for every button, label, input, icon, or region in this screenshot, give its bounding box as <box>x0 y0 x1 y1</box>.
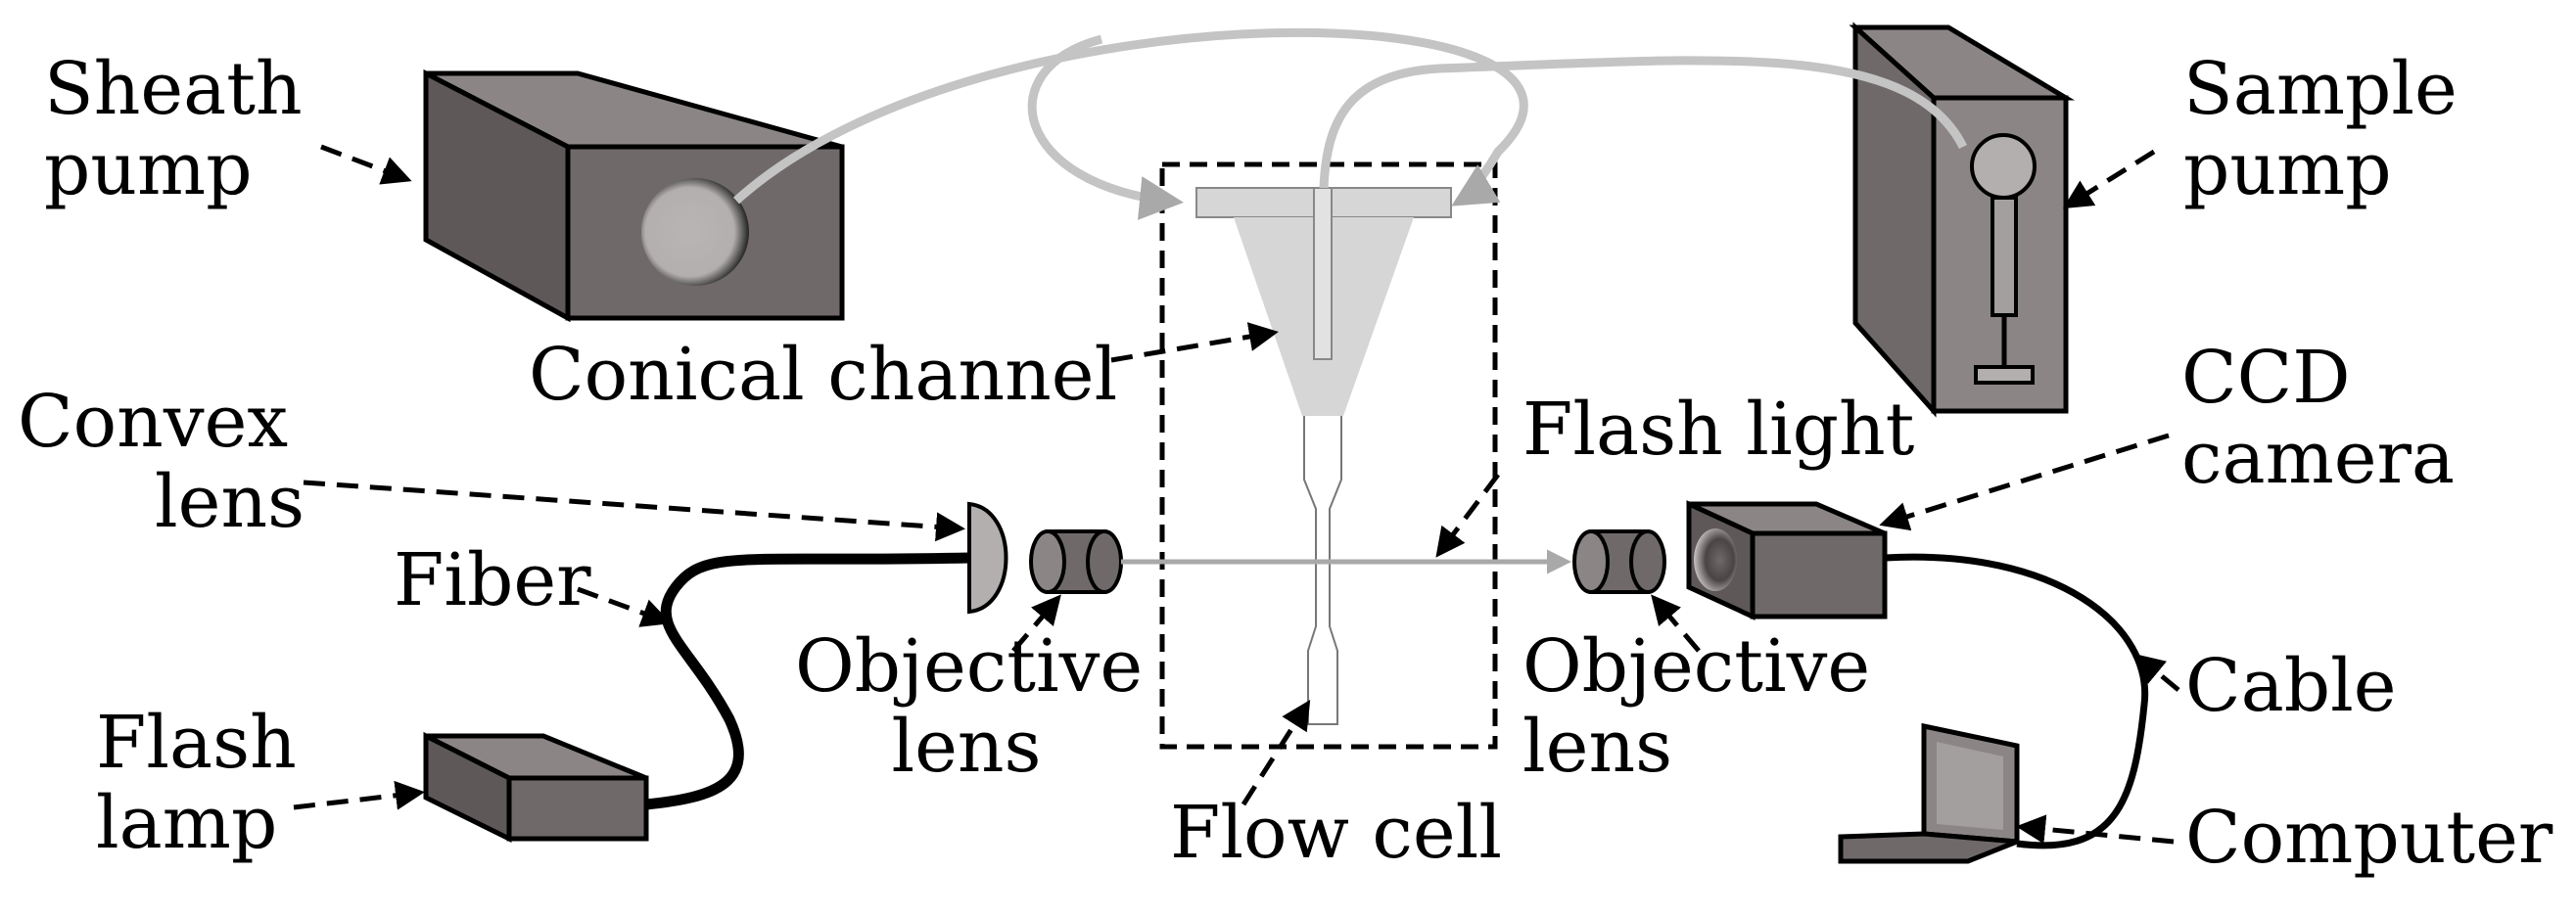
sample-tube <box>1319 56 1968 189</box>
pointer-cable <box>2134 654 2180 692</box>
label-objective-right-line2: lens <box>1522 705 1673 789</box>
label-ccd-camera-line1: CCD <box>2181 336 2351 420</box>
label-flow-cell: Flow cell <box>1170 791 1502 875</box>
label-ccd-camera-line2: camera <box>2181 416 2456 500</box>
pointer-flash-light <box>1435 473 1500 558</box>
label-sheath-pump-line2: pump <box>44 127 253 211</box>
pointer-objective-right <box>1651 594 1701 653</box>
pointer-convex-lens <box>303 480 965 542</box>
sheath-tube <box>732 27 1528 206</box>
label-fiber: Fiber <box>394 538 591 622</box>
label-cable: Cable <box>2185 644 2397 728</box>
label-conical-channel: Conical channel <box>529 333 1118 417</box>
label-objective-right-line1: Objective <box>1522 624 1871 709</box>
label-sample-pump-line1: Sample <box>2183 47 2458 131</box>
flow-capillary <box>1303 416 1342 725</box>
flow-cell-assembly <box>1159 161 1498 750</box>
ccd-camera-box <box>1686 500 1888 620</box>
convex-lens-shape <box>967 501 1008 615</box>
label-objective-lens-left: Objective lens <box>795 624 1144 789</box>
label-objective-lens-right: Objective lens <box>1522 626 1870 787</box>
label-convex-lens-line1: Convex <box>18 380 289 464</box>
sheath-pump-box <box>423 69 845 323</box>
label-computer: Computer <box>2185 796 2553 880</box>
sheath-pump-outlet-icon <box>641 178 749 286</box>
label-sample-pump: Sample pump <box>2183 49 2458 209</box>
pointer-sample-pump <box>2062 149 2156 209</box>
label-ccd-camera: CCD camera <box>2181 338 2455 498</box>
label-convex-lens: Convex lens <box>18 382 304 542</box>
syringe-icon <box>1970 133 2037 385</box>
label-objective-left-line1: Objective <box>795 624 1144 709</box>
label-flash-light: Flash light <box>1522 388 1915 472</box>
pointer-ccd-camera <box>1879 433 2170 531</box>
pointer-objective-left <box>1011 594 1061 653</box>
flash-lamp-box <box>423 731 649 844</box>
pointer-sheath-pump <box>320 144 412 185</box>
pointer-conical-channel <box>1110 322 1279 363</box>
objective-lens-right-shape <box>1572 529 1666 594</box>
pointer-flash-lamp <box>293 780 425 810</box>
pointer-fiber <box>577 586 672 627</box>
camera-lens-icon <box>1694 528 1737 591</box>
label-flash-lamp: Flash lamp <box>96 703 297 863</box>
label-sample-pump-line2: pump <box>2183 127 2392 211</box>
label-sheath-pump: Sheath pump <box>44 49 303 209</box>
sample-pump-box <box>1849 22 2076 418</box>
label-flash-lamp-line2: lamp <box>96 781 278 865</box>
sheath-tube-branch <box>1027 34 1184 220</box>
label-sheath-pump-line1: Sheath <box>44 47 303 131</box>
sample-injection-tube <box>1313 187 1333 360</box>
objective-lens-left-shape <box>1029 529 1123 594</box>
label-convex-lens-line2: lens <box>155 460 305 544</box>
label-objective-left-line2: lens <box>891 705 1042 789</box>
label-flash-lamp-line1: Flash <box>96 701 297 785</box>
pointer-flow-cell <box>1241 699 1311 806</box>
computer-laptop <box>1838 722 2020 864</box>
pointer-computer <box>2016 814 2175 845</box>
